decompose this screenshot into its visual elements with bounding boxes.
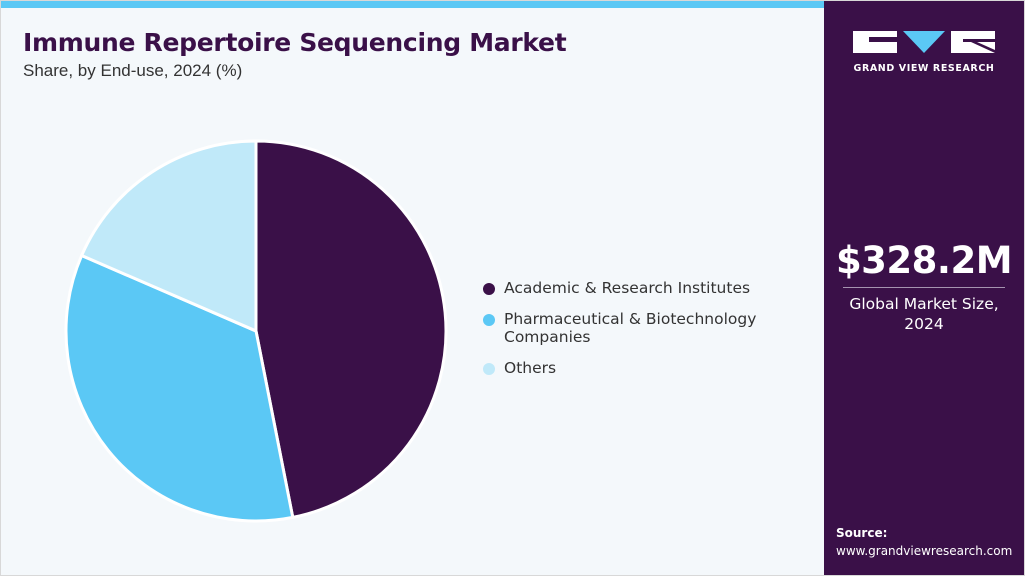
logo-text: GRAND VIEW RESEARCH [853, 63, 995, 74]
legend-label: Pharmaceutical & Biotechnology Companies [504, 310, 757, 346]
sidebar: GRAND VIEW RESEARCH $328.2M Global Marke… [824, 1, 1024, 575]
legend-item: Others [483, 359, 803, 377]
legend-label: Academic & Research Institutes [504, 279, 751, 297]
legend-marker-icon [483, 283, 495, 295]
pie-chart [64, 139, 448, 523]
legend-label: Others [504, 359, 557, 377]
slice-others [80, 139, 258, 333]
legend-item: Academic & Research Institutes [483, 279, 803, 297]
chart-subtitle: Share, by End-use, 2024 (%) [23, 61, 243, 80]
market-size-value: $328.2M [835, 239, 1013, 282]
slice-academic-research [254, 139, 448, 519]
source-url: www.grandviewresearch.com [836, 544, 1013, 558]
legend-marker-icon [483, 314, 495, 326]
accent-bar [1, 1, 824, 8]
divider [843, 287, 1005, 288]
market-size-label: Global Market Size, 2024 [849, 295, 999, 333]
source-label: Source: [836, 526, 888, 540]
grand-view-research-logo [853, 31, 995, 53]
legend-marker-icon [483, 363, 495, 375]
legend-item: Pharmaceutical & Biotechnology Companies [483, 310, 803, 346]
slice-pharma-biotech [64, 254, 295, 523]
chart-panel: Immune Repertoire Sequencing Market Shar… [1, 1, 824, 575]
chart-title: Immune Repertoire Sequencing Market [23, 28, 567, 57]
